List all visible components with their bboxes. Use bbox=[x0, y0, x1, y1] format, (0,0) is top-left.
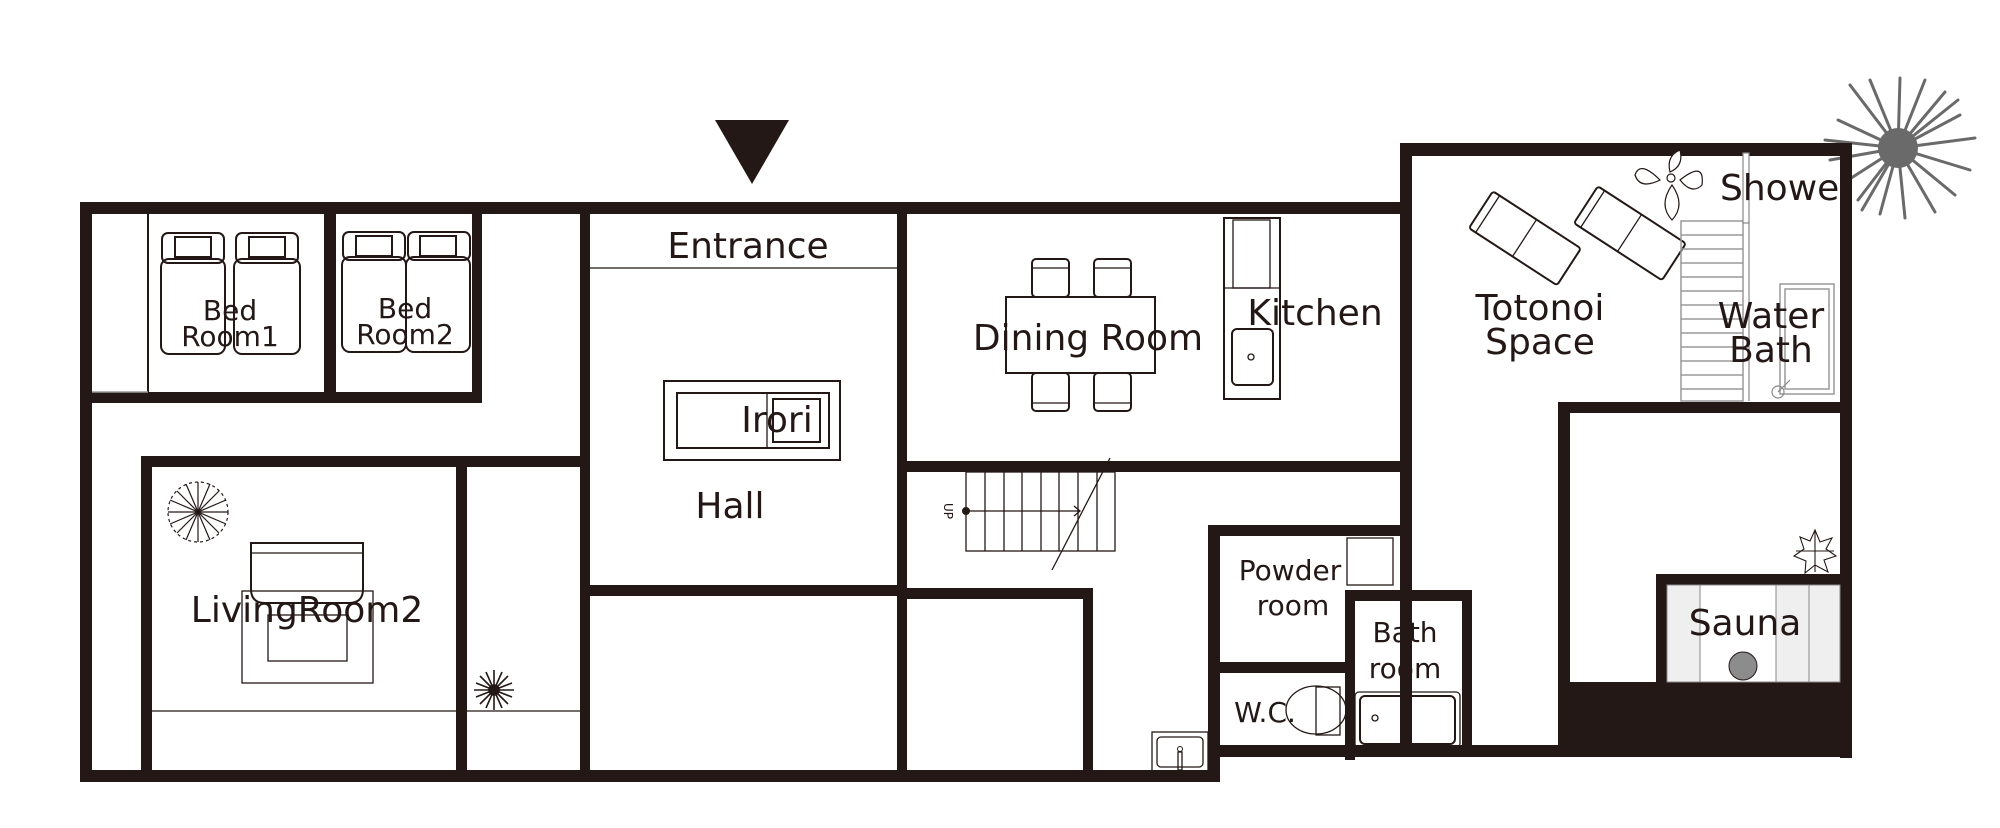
living-room-2: LivingRoom2 bbox=[167, 481, 514, 710]
sauna-benches bbox=[1666, 584, 1841, 683]
room-label-dining: Dining Room bbox=[973, 318, 1203, 359]
entrance-arrow-icon bbox=[715, 120, 789, 184]
room-label-powder-line2: room bbox=[1257, 589, 1329, 622]
room-label-irori: Irori bbox=[741, 400, 812, 441]
lounger-icon bbox=[1574, 186, 1686, 281]
bedroom-2: Bed Room2 bbox=[341, 231, 471, 353]
leaf-plant-icon bbox=[1634, 149, 1703, 221]
room-label-hall: Hall bbox=[695, 486, 764, 527]
room-label-totonoi-line1: Totonoi bbox=[1475, 288, 1605, 329]
water-bath-tub bbox=[1771, 283, 1835, 399]
room-label-waterbath-line2: Bath bbox=[1729, 330, 1813, 371]
bed-icon bbox=[160, 232, 226, 355]
plant-icon bbox=[167, 481, 229, 543]
kitchen-counter bbox=[1223, 217, 1281, 400]
room-label-bedroom1-line1: Bed bbox=[203, 294, 257, 327]
table-icon bbox=[241, 590, 374, 684]
plant-icon bbox=[1792, 528, 1838, 575]
room-label-entrance: Entrance bbox=[667, 226, 828, 267]
room-label-totonoi-line2: Space bbox=[1485, 322, 1595, 363]
plant-icon bbox=[474, 670, 514, 710]
bathtub-icon bbox=[1354, 691, 1461, 749]
storage-box bbox=[1346, 537, 1394, 586]
bed-icon bbox=[405, 231, 471, 353]
room-label-kitchen: Kitchen bbox=[1247, 293, 1382, 334]
room-label-living2: LivingRoom2 bbox=[191, 590, 423, 631]
room-label-bedroom1-line2: Room1 bbox=[181, 320, 279, 353]
walls bbox=[80, 143, 1852, 782]
bedroom-1: Bed Room1 bbox=[160, 232, 301, 355]
room-label-powder-line1: Powder bbox=[1239, 554, 1342, 587]
toilet-icon bbox=[1285, 685, 1347, 736]
shower-stairs bbox=[1680, 152, 1750, 402]
stairs-up-label: UP bbox=[941, 503, 955, 519]
palm-tree-icon bbox=[1823, 76, 1977, 220]
room-label-wc: W.C. bbox=[1234, 696, 1296, 729]
room-label-bath-line2: room bbox=[1369, 652, 1441, 685]
room-label-bedroom2-line1: Bed bbox=[378, 292, 432, 325]
sink-icon bbox=[1151, 731, 1209, 773]
sauna-stove-icon bbox=[1728, 651, 1758, 681]
irori-hearth bbox=[663, 380, 841, 461]
room-label-shower: Showe bbox=[1720, 168, 1839, 209]
room-label-bedroom2-line2: Room2 bbox=[356, 318, 454, 351]
bed-icon bbox=[233, 232, 301, 355]
dining-table bbox=[1005, 258, 1156, 412]
room-label-waterbath-line1: Water bbox=[1718, 296, 1825, 337]
staircase bbox=[962, 457, 1116, 571]
lounger-icon bbox=[1469, 191, 1581, 286]
room-label-sauna: Sauna bbox=[1689, 603, 1802, 644]
sofa-icon bbox=[250, 542, 364, 604]
room-label-bath-line1: Bath bbox=[1372, 616, 1437, 649]
